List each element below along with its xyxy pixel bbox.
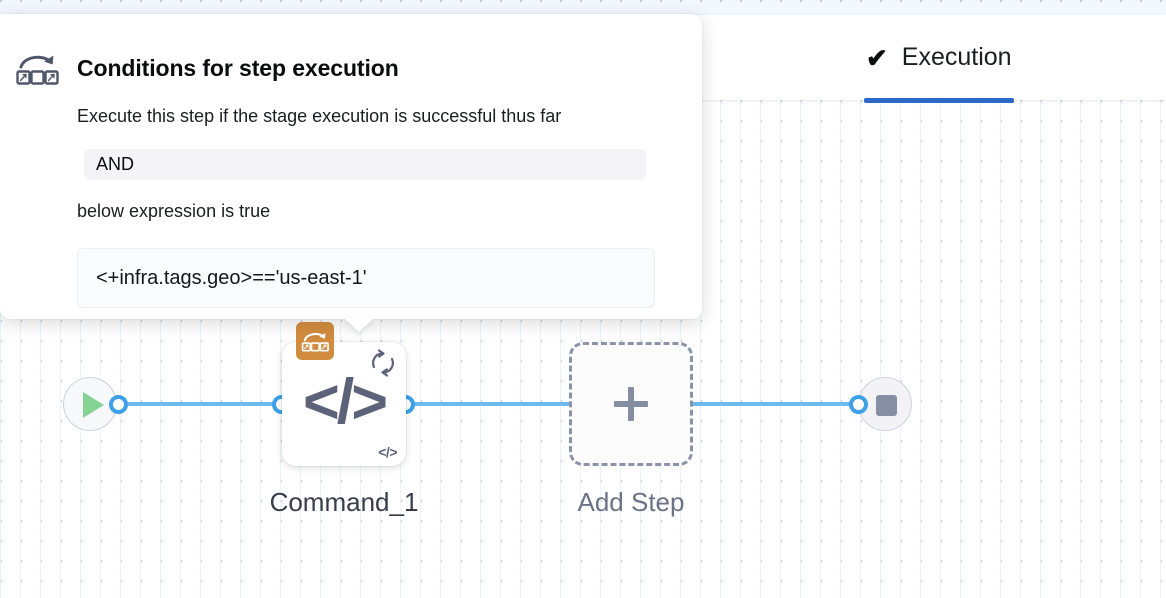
connector-dot-end-in[interactable] [849,395,868,414]
condition-operator-value: AND [96,154,135,174]
canvas-top-strip [0,0,1166,15]
condition-operator-field[interactable]: AND [84,149,646,180]
edge-start-to-command [110,402,292,406]
tab-execution-label: Execution [901,43,1012,71]
check-icon: ✔ [866,42,888,73]
popover-title: Conditions for step execution [77,55,399,81]
plus-icon [614,387,648,421]
step-node-command[interactable]: </> </> [282,322,406,466]
condition-expression-value: <+infra.tags.geo>=='us-east-1' [96,266,367,289]
tab-execution[interactable]: ✔ Execution [864,15,1014,103]
code-snippet-mini-icon: </> [378,444,397,460]
shell-script-icon [15,48,59,90]
edge-command-to-addstep [398,402,638,406]
stop-icon [876,395,897,416]
edge-addstep-to-end [628,402,868,406]
conditions-popover: Conditions for step execution Execute th… [0,14,702,319]
step-node-label: Command_1 [269,487,419,517]
retry-loop-icon[interactable] [367,347,399,379]
play-icon [83,392,104,418]
popover-condition-line-2: below expression is true [77,201,271,221]
add-step-label: Add Step [577,487,685,517]
connector-dot-start-out[interactable] [109,395,128,414]
add-step-button[interactable] [569,342,693,466]
popover-pointer-arrow [344,318,374,332]
condition-expression-box[interactable]: <+infra.tags.geo>=='us-east-1' [77,248,655,308]
code-brackets-icon: </> [302,366,388,437]
shell-script-badge-icon [296,322,334,360]
popover-condition-line-1: Execute this step if the stage execution… [77,106,562,126]
pipeline-start-node[interactable] [63,377,117,431]
